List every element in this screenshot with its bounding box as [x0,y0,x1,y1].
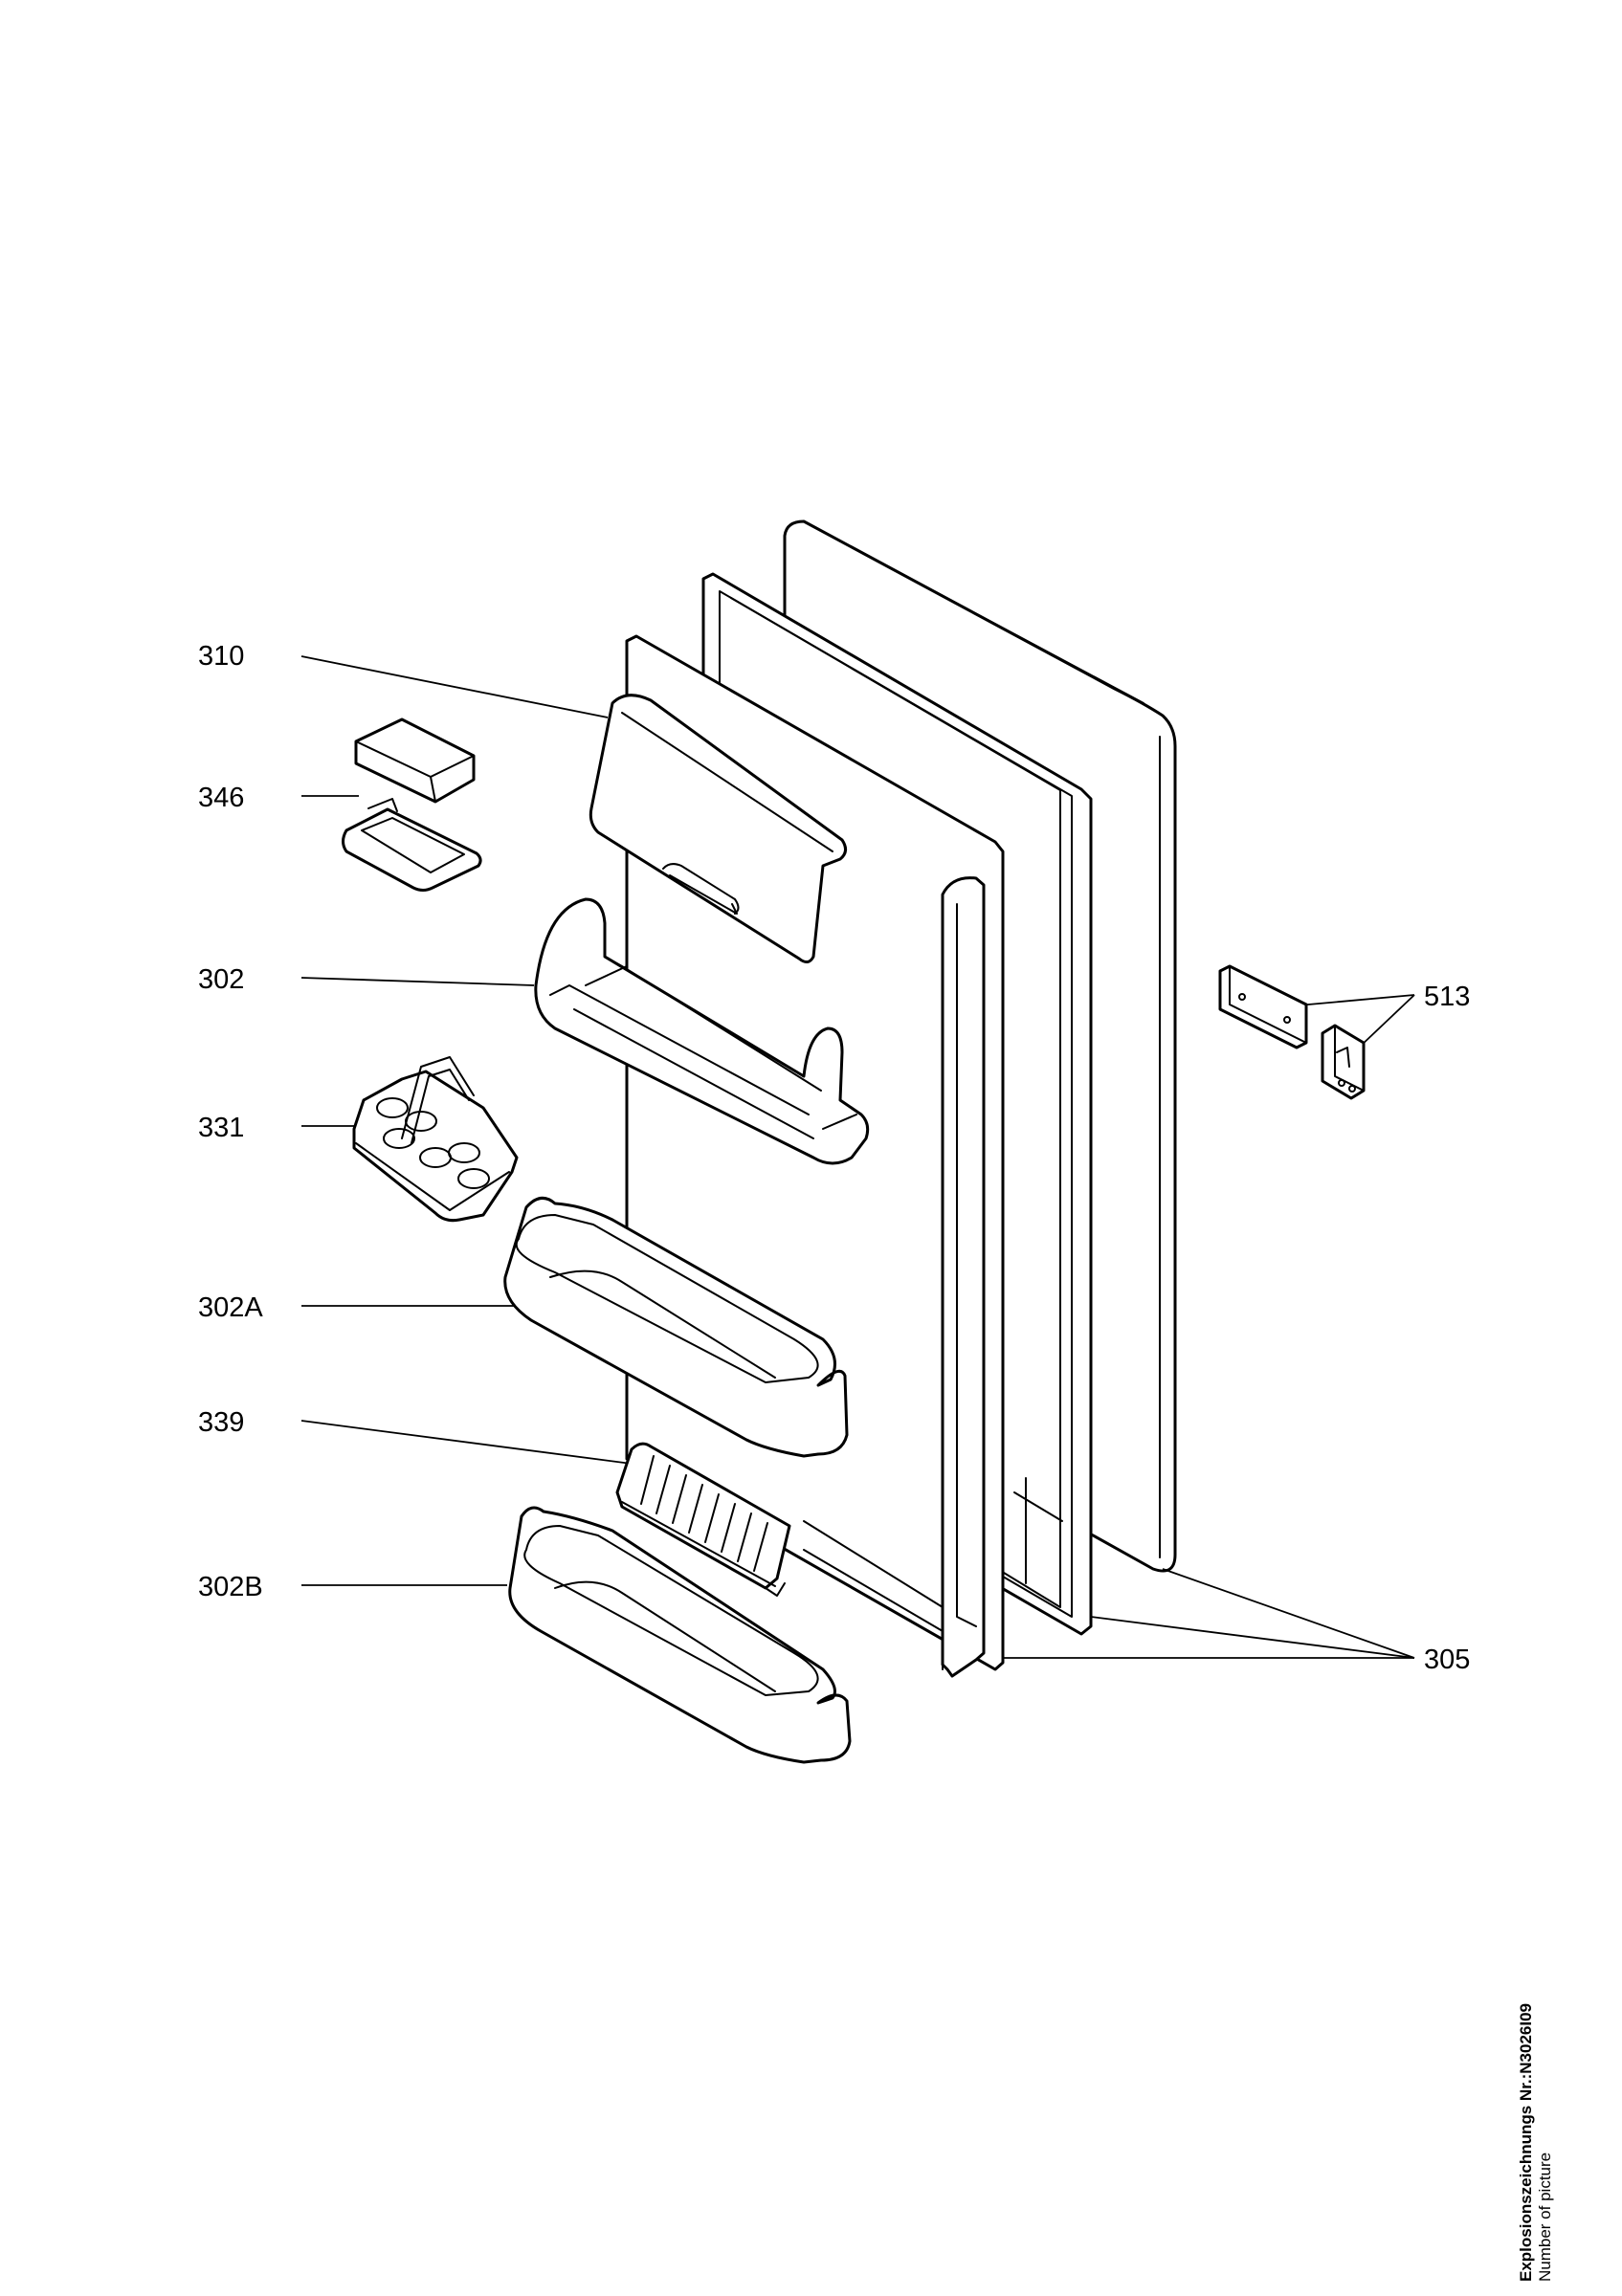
label-310: 310 [198,641,244,672]
picture-number-title: Explosionszeichnungs Nr.:N3026I09 [1517,2003,1535,2282]
leader-305b [1090,1616,1415,1659]
leader-339 [300,1420,633,1465]
label-305: 305 [1424,1645,1470,1675]
dairy-compartment-flap [589,694,847,963]
label-302a: 302A [198,1292,263,1323]
leader-513a [1286,994,1415,1007]
egg-tray [352,1056,519,1223]
picture-number-subtitle: Number of picture [1536,2152,1555,2282]
label-302b: 302B [198,1572,263,1602]
bottle-shelf-302b [508,1506,852,1764]
door-hinge-bracket [1218,964,1366,1100]
picture-number-block: Explosionszeichnungs Nr.:N3026I09 Number… [1517,2003,1556,2282]
leader-lines [300,655,1415,1659]
label-339: 339 [198,1407,244,1438]
leader-310 [300,655,609,718]
leader-302 [300,977,535,986]
label-513: 513 [1424,982,1470,1012]
leader-305a [1162,1568,1415,1659]
label-331: 331 [198,1113,244,1143]
butter-box [342,718,482,892]
leader-513b [1358,994,1415,1049]
door-shelf-302 [534,897,870,1165]
bottle-retainer [615,1442,791,1597]
bottle-shelf-302a [503,1196,849,1458]
label-302: 302 [198,964,244,995]
part-number-labels: 310 346 302 331 302A 339 302B 513 305 [198,641,1470,1675]
label-346: 346 [198,783,244,813]
